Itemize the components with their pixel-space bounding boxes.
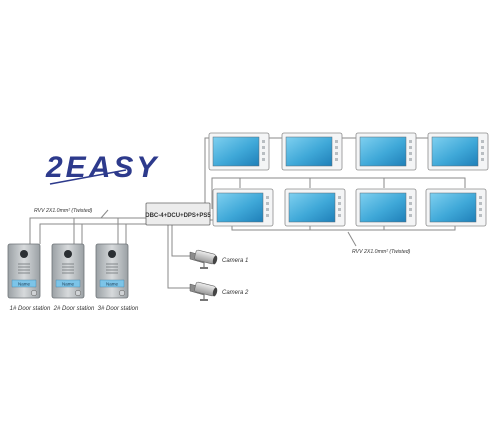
door-station-1-label: 1# Door station (10, 306, 51, 312)
monitor-button-icon (335, 140, 338, 143)
door-station-2-label: 2# Door station (53, 306, 95, 312)
monitor-button-icon (262, 152, 265, 155)
monitor-button-icon (409, 152, 412, 155)
name-tag (11, 279, 37, 288)
camera-2-label: Camera 2 (222, 290, 249, 296)
camera-lens-icon (64, 250, 72, 258)
camera-1-icon (189, 249, 218, 269)
door-station-3: Name (95, 243, 129, 299)
monitor-button-icon (481, 152, 484, 155)
cable-label-right: RVV 2X1.0mm² (Twisted) (352, 249, 411, 255)
wire-camera-1 (171, 224, 190, 257)
camera-lens-icon (108, 250, 116, 258)
wiring (29, 137, 466, 289)
indoor-monitor-7 (355, 188, 417, 227)
monitor-screen (359, 136, 407, 167)
monitor-screen (429, 192, 477, 223)
monitor-button-icon (409, 146, 412, 149)
name-tag (99, 279, 125, 288)
logo-text: 2EASY (45, 151, 159, 184)
logo-underline (49, 169, 127, 185)
call-button-icon (74, 289, 82, 297)
call-button-icon (30, 289, 38, 297)
indoor-monitor-6 (284, 188, 346, 227)
wire-camera-2 (167, 224, 190, 289)
monitor-button-icon (335, 158, 338, 161)
name-tag-text: Name (106, 282, 119, 287)
monitor-button-icon (409, 140, 412, 143)
cameras-group (189, 249, 218, 301)
indoor-monitor-1 (208, 132, 270, 171)
door-station-1: Name (7, 243, 41, 299)
monitor-button-icon (262, 158, 265, 161)
camera-lens-icon (20, 250, 28, 258)
monitor-button-icon (338, 208, 341, 211)
monitor-button-icon (479, 208, 482, 211)
monitor-button-icon (409, 208, 412, 211)
monitors-group (208, 132, 489, 227)
monitor-screen (212, 136, 260, 167)
monitor-button-icon (262, 140, 265, 143)
monitor-button-icon (481, 146, 484, 149)
camera-1-label: Camera 1 (222, 258, 248, 264)
monitor-button-icon (266, 208, 269, 211)
indoor-monitor-3 (355, 132, 417, 171)
door-station-3-label: 3# Door station (98, 306, 139, 312)
indoor-monitor-2 (281, 132, 343, 171)
door-stations-group: Name Name Name (7, 243, 129, 299)
indoor-monitor-4 (427, 132, 489, 171)
indoor-monitor-5 (212, 188, 274, 227)
monitor-button-icon (409, 202, 412, 205)
monitor-button-icon (266, 214, 269, 217)
monitor-button-icon (479, 214, 482, 217)
wire-door-bus (29, 217, 147, 244)
name-tag-text: Name (18, 282, 31, 287)
monitor-button-icon (481, 158, 484, 161)
monitor-button-icon (266, 196, 269, 199)
monitor-button-icon (338, 214, 341, 217)
name-tag (55, 279, 81, 288)
cable-label-left: RVV 2X1.0mm² (Twisted) (34, 208, 93, 214)
monitor-button-icon (338, 196, 341, 199)
name-tag-text: Name (62, 282, 75, 287)
camera-2-icon (189, 281, 218, 301)
logo: 2EASY (45, 151, 159, 185)
call-button-icon (118, 289, 126, 297)
monitor-button-icon (409, 158, 412, 161)
monitor-button-icon (481, 140, 484, 143)
controller-unit: DBC-4+DCU+DPS+PS5 (145, 202, 211, 226)
monitor-button-icon (338, 202, 341, 205)
monitor-button-icon (409, 196, 412, 199)
monitor-screen (216, 192, 264, 223)
monitor-screen (359, 192, 407, 223)
monitor-button-icon (335, 146, 338, 149)
monitor-button-icon (262, 146, 265, 149)
wire-monitor-bus-mid (211, 177, 466, 209)
controller-label: DBC-4+DCU+DPS+PS5 (145, 213, 211, 219)
monitor-screen (285, 136, 333, 167)
monitor-screen (288, 192, 336, 223)
monitor-button-icon (479, 196, 482, 199)
monitor-screen (431, 136, 479, 167)
monitor-button-icon (409, 214, 412, 217)
monitor-button-icon (266, 202, 269, 205)
monitor-button-icon (335, 152, 338, 155)
indoor-monitor-8 (425, 188, 487, 227)
door-station-2: Name (51, 243, 85, 299)
monitor-button-icon (479, 202, 482, 205)
